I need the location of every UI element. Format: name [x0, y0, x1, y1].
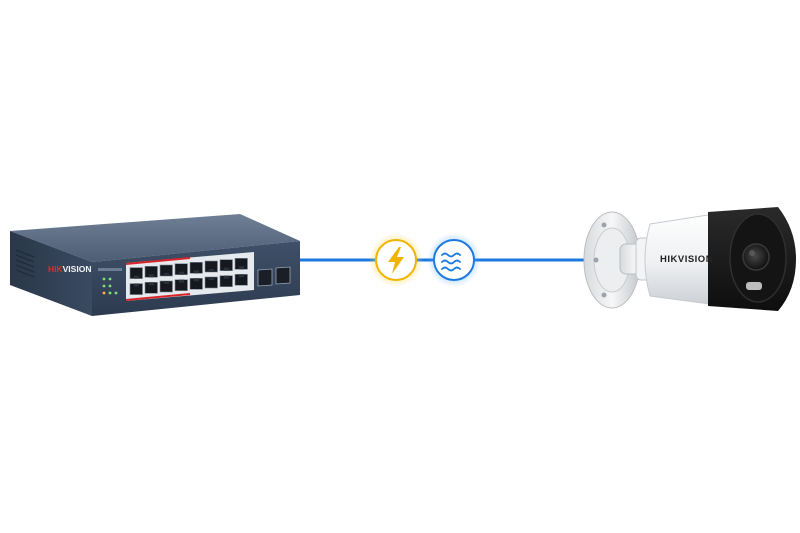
- camera-lens: [742, 243, 770, 271]
- switch-brand-label: HIKVISION: [48, 264, 91, 274]
- poe-indicator-stripe: [126, 257, 190, 265]
- switch-status-panel: [98, 268, 122, 295]
- rj45-port-clip: [133, 275, 140, 279]
- wave-icon: [441, 252, 461, 272]
- bullet-camera: HIKVISION: [583, 207, 796, 311]
- rj45-port-clip: [133, 283, 140, 287]
- sfp-slot: [257, 268, 273, 287]
- data-badge: [427, 233, 481, 287]
- rj45-port-clip: [163, 273, 170, 276]
- rj45-port-clip: [148, 274, 155, 278]
- rj45-port-clip: [208, 277, 215, 280]
- rj45-port-clip: [193, 278, 200, 282]
- power-badge: [369, 233, 423, 287]
- sfp-slot: [275, 266, 291, 285]
- rj45-port-clip: [148, 282, 155, 286]
- switch-ports: [129, 257, 248, 295]
- sfp-slots: [257, 266, 291, 287]
- switch-side: [10, 231, 92, 316]
- rj45-port-clip: [178, 271, 185, 275]
- camera-brand-label: HIKVISION: [660, 254, 713, 265]
- rj45-port-clip: [208, 269, 215, 272]
- switch-top: [10, 214, 300, 262]
- switch-vents: [15, 249, 35, 278]
- switch-brand-suffix: VISION: [63, 264, 92, 274]
- rj45-port-clip: [223, 267, 230, 271]
- rj45-port-clip: [163, 281, 170, 284]
- lightning-icon: [388, 247, 404, 274]
- switch-brand-prefix: HIK: [48, 264, 64, 274]
- poe-switch: [10, 214, 300, 316]
- rj45-port-clip: [223, 275, 230, 279]
- rj45-port-clip: [193, 270, 200, 274]
- rj45-port-clip: [238, 274, 245, 278]
- rj45-port-clip: [238, 266, 245, 270]
- rj45-port-clip: [178, 279, 185, 283]
- camera-ir-light: [746, 282, 762, 290]
